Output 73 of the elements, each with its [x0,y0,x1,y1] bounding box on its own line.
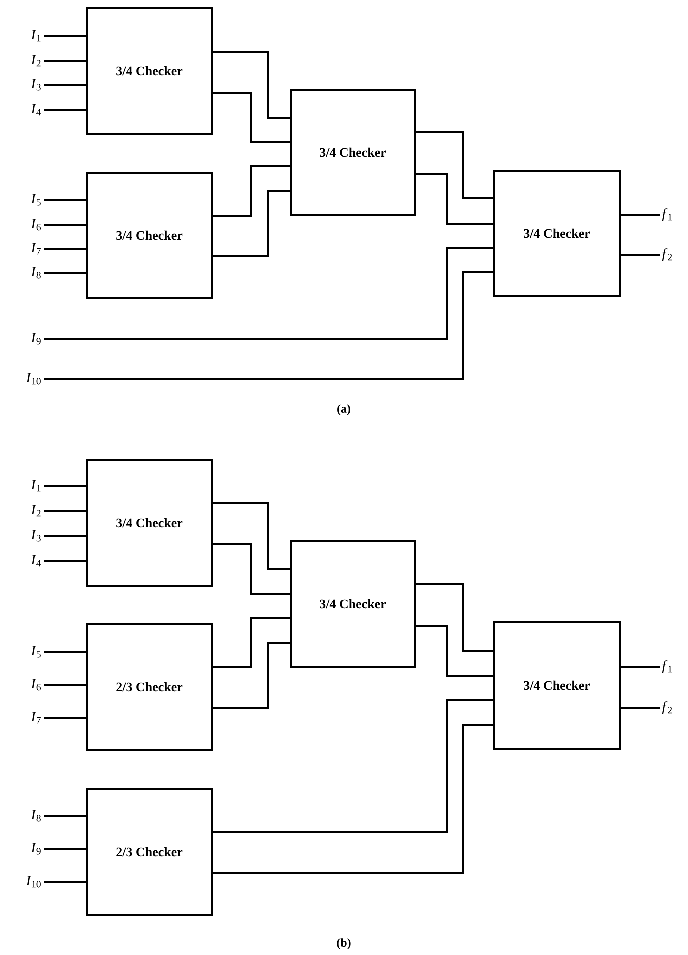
checker-box: 3/4 Checker [493,170,621,297]
wire [213,617,290,668]
output-label: f$_{1}$ [662,208,672,222]
wire [44,848,86,850]
input-label: I$_{10}$ [26,876,41,888]
caption: (b) [337,938,351,950]
wire [621,214,660,216]
input-label: I$_{2}$ [31,55,41,67]
wire [416,625,493,677]
input-label: I$_{9}$ [31,843,41,855]
checker-box: 3/4 Checker [290,89,416,216]
wire [44,248,86,250]
wire [44,651,86,653]
input-label: I$_{5}$ [31,646,41,658]
wire [213,92,290,143]
input-label: I$_{4}$ [31,555,42,567]
input-label: I$_{1}$ [31,30,41,42]
input-label: I$_{6}$ [31,679,41,691]
wire [44,35,86,37]
wire [621,707,660,709]
wire [213,724,493,874]
input-label: I$_{8}$ [31,267,41,279]
wire [416,583,493,652]
input-label: I$_{9}$ [31,333,41,345]
input-label: I$_{1}$ [31,480,41,492]
wire [44,881,86,883]
input-label: I$_{2}$ [31,505,41,517]
wire [44,109,86,111]
wire [44,60,86,62]
input-label: I$_{10}$ [26,373,41,385]
checker-box: 3/4 Checker [86,7,213,135]
wire [621,254,660,256]
checker-box: 3/4 Checker [290,540,416,668]
input-label: I$_{7}$ [31,243,41,255]
wire [44,84,86,86]
wire [213,699,493,833]
wire [44,485,86,487]
output-label: f$_{1}$ [662,660,672,674]
wire [44,272,86,274]
wire [621,666,660,668]
caption: (a) [338,404,350,416]
wire [416,131,493,199]
checker-box: 2/3 Checker [86,788,213,916]
input-label: I$_{3}$ [31,79,41,91]
wire [44,510,86,512]
input-label: I$_{6}$ [31,219,41,231]
wire [213,190,290,257]
input-label: I$_{5}$ [31,194,41,206]
wire [44,815,86,817]
wire [44,535,86,537]
output-label: f$_{2}$ [662,702,672,714]
wire [213,642,290,709]
checker-box: 3/4 Checker [86,172,213,299]
wire [213,51,290,119]
wire [44,717,86,719]
input-label: I$_{8}$ [31,810,41,822]
wire [44,199,86,201]
checker-box: 3/4 Checker [493,621,621,750]
checker-box: 2/3 Checker [86,623,213,751]
wire [416,173,493,225]
wire [44,560,86,562]
checker-box: 3/4 Checker [86,459,213,587]
wire [44,271,493,380]
wire [213,502,290,570]
wire [44,247,493,340]
wire [44,224,86,226]
output-label: f$_{2}$ [662,248,672,262]
input-label: I$_{3}$ [31,530,41,542]
input-label: I$_{4}$ [31,104,42,116]
wire [44,684,86,686]
wire [213,543,290,595]
wire [213,165,290,217]
input-label: I$_{7}$ [31,712,41,724]
